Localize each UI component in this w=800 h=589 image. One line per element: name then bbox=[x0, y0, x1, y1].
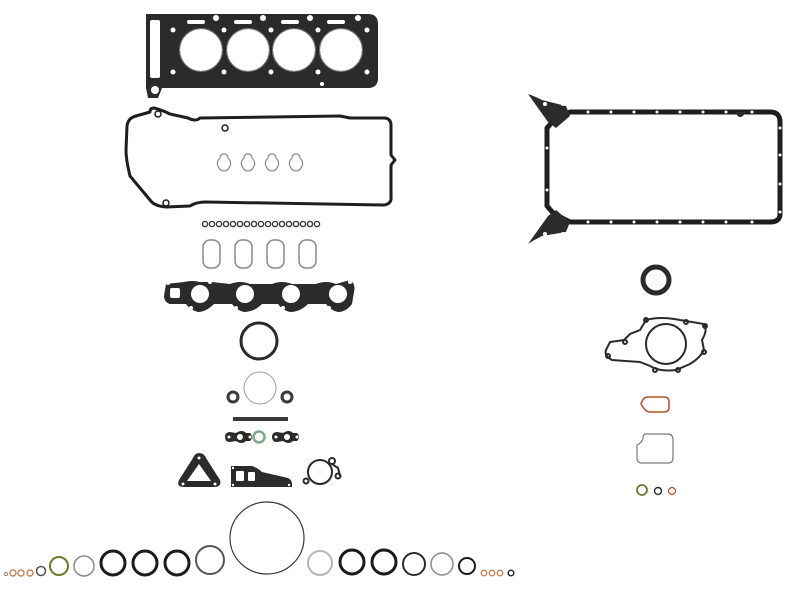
intake-port-gaskets bbox=[202, 239, 317, 269]
spark-plug-tube-seals bbox=[216, 153, 304, 172]
thick-ring bbox=[239, 321, 279, 361]
large-thin-ring bbox=[229, 501, 305, 575]
exhaust-manifold-gasket bbox=[164, 280, 355, 312]
water-pump-gasket bbox=[604, 317, 708, 373]
thin-gray-ring bbox=[243, 371, 277, 405]
small-rings-trio bbox=[636, 484, 677, 496]
gasket-strip bbox=[233, 417, 288, 421]
cylinder-head-gasket bbox=[146, 14, 378, 98]
crankshaft-seal bbox=[640, 264, 672, 296]
bottom-o-rings-left bbox=[4, 545, 225, 577]
small-o-rings-row bbox=[201, 220, 321, 228]
green-seal-ring bbox=[252, 430, 266, 444]
triangle-flange-gasket bbox=[178, 453, 221, 487]
thermostat-gasket bbox=[640, 396, 670, 413]
bottom-o-rings-right bbox=[307, 548, 515, 577]
flange-gaskets-pair bbox=[225, 431, 299, 443]
round-flange-gasket bbox=[302, 457, 342, 485]
plate-gasket bbox=[231, 466, 292, 487]
valve-cover-gasket bbox=[124, 106, 397, 209]
oil-pan-gasket bbox=[528, 94, 783, 244]
small-round-seals-pair bbox=[226, 390, 294, 404]
cover-gasket-gray bbox=[636, 433, 674, 464]
